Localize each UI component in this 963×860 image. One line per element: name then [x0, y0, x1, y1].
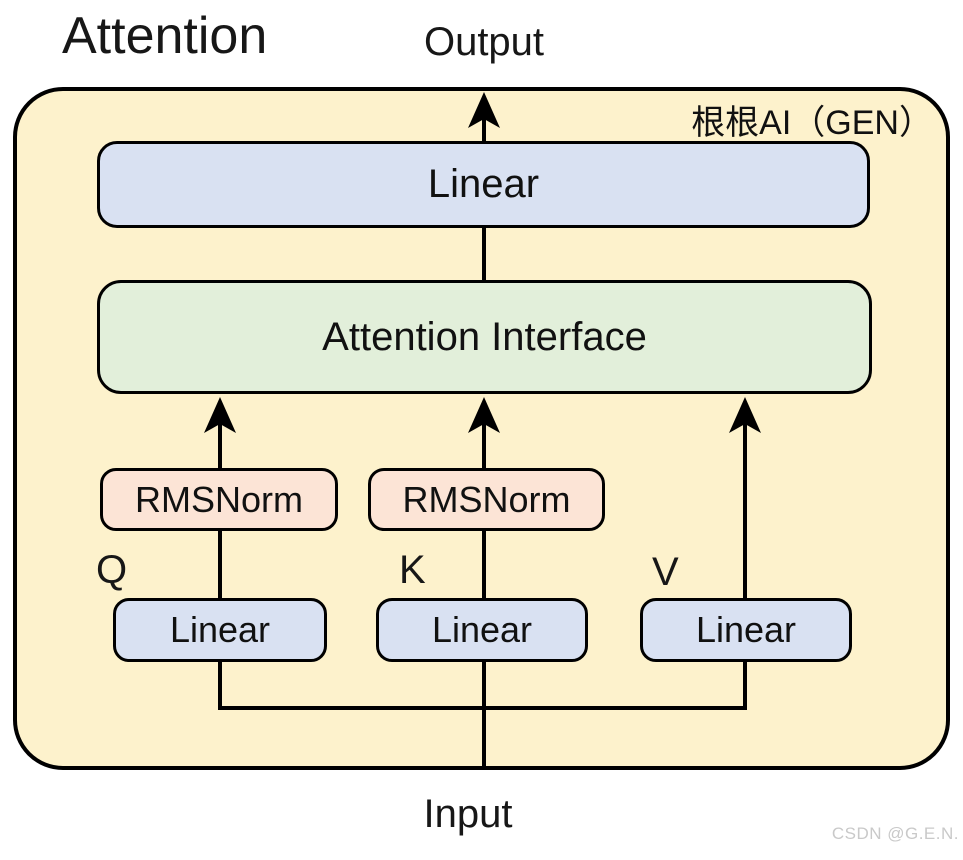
linear-v-label: Linear: [695, 609, 797, 650]
output-label: Output: [423, 20, 545, 64]
linear-k-label: Linear: [431, 609, 533, 650]
diagram-title: Attention: [62, 7, 268, 65]
linear-q-box: Linear: [113, 598, 327, 662]
attention-interface-box: Attention Interface: [97, 280, 872, 394]
top-linear-box: Linear: [97, 141, 870, 228]
v-branch-label: V: [652, 550, 679, 594]
rmsnorm-k-label: RMSNorm: [402, 478, 571, 520]
q-branch-label: Q: [96, 548, 128, 592]
brand-watermark-text: 根根AI（GEN）: [691, 104, 933, 142]
linear-k-box: Linear: [376, 598, 588, 662]
rmsnorm-q-box: RMSNorm: [100, 468, 338, 531]
rmsnorm-q-label: RMSNorm: [135, 478, 303, 520]
csdn-watermark: CSDN @G.E.N.: [831, 824, 959, 843]
top-linear-label: Linear: [427, 162, 540, 206]
linear-v-box: Linear: [640, 598, 852, 662]
k-branch-label: K: [399, 548, 426, 592]
attention-interface-label: Attention Interface: [322, 314, 647, 359]
input-label: Input: [423, 792, 513, 836]
linear-q-label: Linear: [169, 609, 271, 650]
rmsnorm-k-box: RMSNorm: [368, 468, 605, 531]
